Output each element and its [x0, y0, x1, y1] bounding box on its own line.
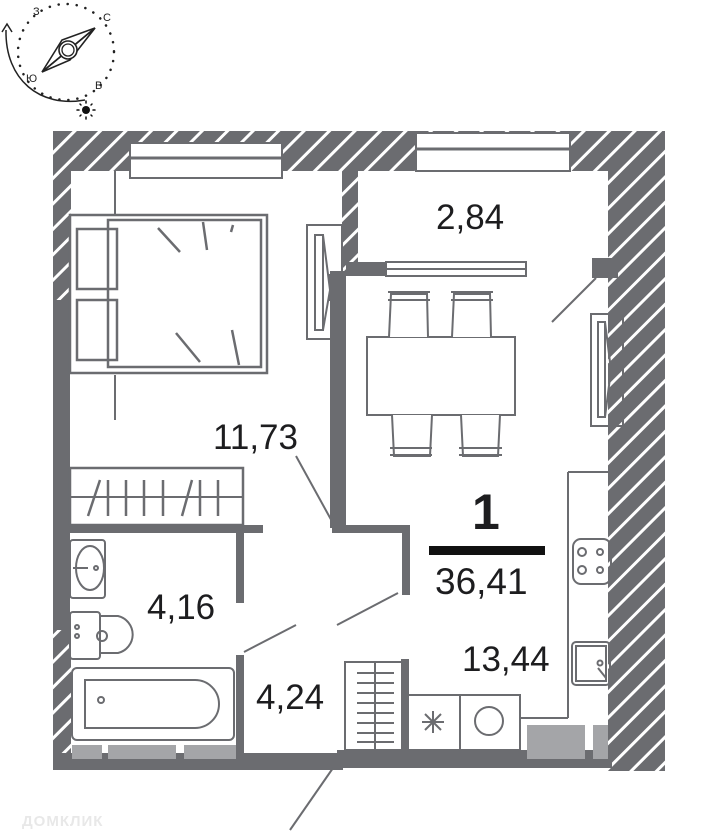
compass-west: З [33, 6, 40, 18]
watermark: ДОМКЛИК [22, 813, 104, 830]
hallway-area: 4,24 [256, 678, 325, 717]
compass-east: В [95, 80, 103, 92]
balcony-glazing [385, 261, 527, 277]
entrance-door-swing [289, 767, 334, 831]
kitchen-living-area: 13,44 [462, 640, 550, 679]
bedroom-fixtures [68, 171, 343, 420]
compass-south: Ю [26, 73, 38, 85]
bedroom-door-swing [295, 455, 335, 526]
washer-icon [474, 706, 504, 736]
compass-north: С [103, 12, 111, 24]
balcony-area: 2,84 [436, 198, 505, 237]
wardrobe [68, 466, 245, 527]
bathroom-area: 4,16 [147, 588, 216, 627]
sink-icon [571, 641, 611, 686]
bedroom-area: 11,73 [213, 418, 298, 457]
bathroom-fixtures [69, 539, 235, 741]
window-balcony [415, 132, 571, 172]
balcony-door-swing [551, 277, 597, 323]
exterior-walls [53, 131, 665, 771]
summary-divider [429, 546, 545, 555]
compass [1, 2, 116, 120]
interior-walls [53, 258, 618, 770]
kitchen-door-swing [336, 592, 399, 626]
total-area: 36,41 [435, 561, 528, 602]
shoe-rack [344, 659, 409, 751]
window-bedroom [129, 142, 283, 179]
fridge-snowflake-icon [422, 711, 444, 733]
bathroom-door-swing [243, 624, 297, 653]
kitchen-counter [406, 471, 622, 751]
kitchen-tv [590, 313, 624, 427]
stove-icon [572, 538, 612, 585]
rooms-count: 1 [472, 484, 500, 540]
dining-set [366, 291, 516, 457]
sun-icon [76, 100, 96, 120]
bottom-window-sills [72, 725, 608, 759]
